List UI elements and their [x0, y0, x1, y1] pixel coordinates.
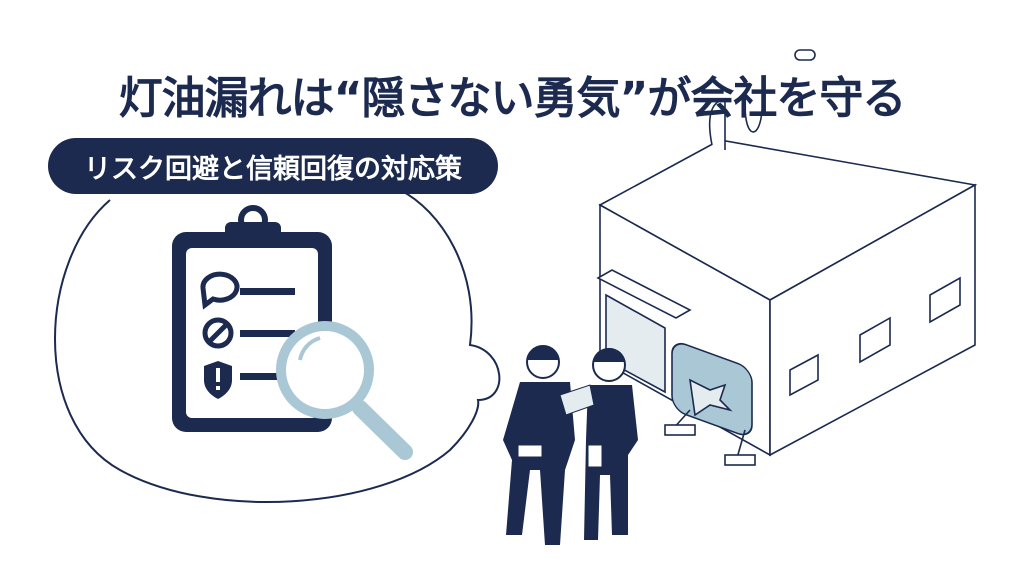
magnifier-icon — [276, 321, 413, 460]
oil-tank — [664, 342, 756, 466]
shield-alert-icon — [204, 361, 232, 399]
prohibited-icon — [202, 317, 234, 349]
subtitle-badge: リスク回避と信頼回復の対応策 — [48, 138, 498, 194]
worker-left — [503, 345, 575, 545]
speech-bubble-icon — [200, 271, 240, 310]
page-title: 灯油漏れは“隠さない勇気”が会社を守る — [118, 73, 907, 124]
worker-right — [559, 348, 638, 540]
